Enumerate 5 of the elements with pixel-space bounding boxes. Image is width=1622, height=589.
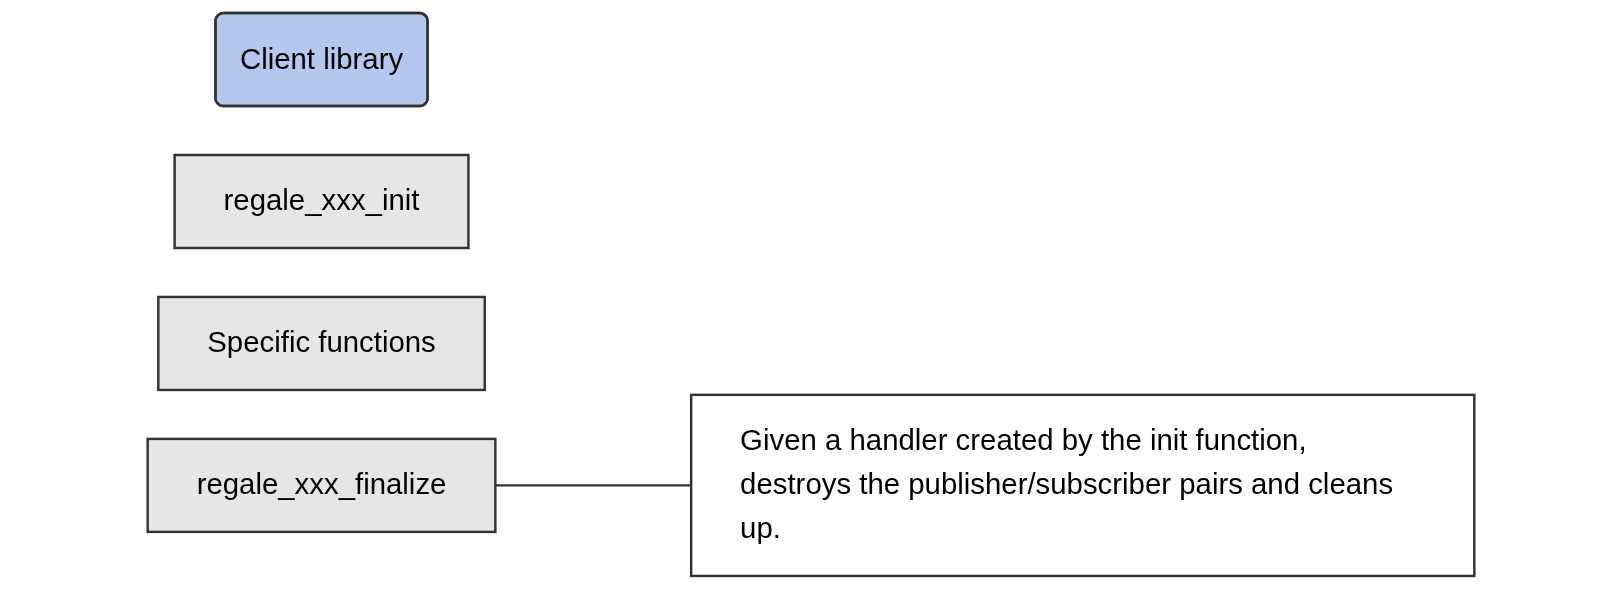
- node-box: regale_xxx_finalize: [146, 437, 497, 534]
- node-box: Specific functions: [157, 295, 486, 392]
- connector: [495, 484, 692, 487]
- node-box: Given a handler created by the init function, destroys the publisher/subscriber pairs and cleans up.: [689, 393, 1476, 578]
- node-box: regale_xxx_init: [173, 153, 470, 250]
